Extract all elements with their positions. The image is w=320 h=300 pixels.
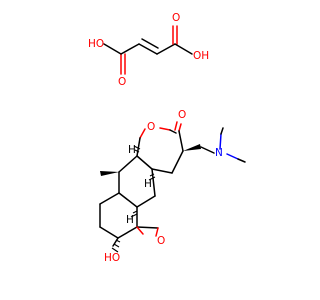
bond-hash bbox=[133, 145, 141, 153]
bond bbox=[151, 168, 156, 197]
atom-label-o: O bbox=[118, 76, 126, 88]
bond bbox=[169, 129, 177, 134]
bond bbox=[136, 226, 159, 229]
bond-hash bbox=[148, 173, 156, 181]
atom-label-oh: HO bbox=[88, 38, 104, 50]
bond-wedge bbox=[183, 144, 201, 151]
bond bbox=[156, 43, 176, 55]
bond bbox=[151, 168, 173, 174]
bond bbox=[136, 155, 153, 170]
bond bbox=[226, 153, 239, 160]
bond bbox=[178, 130, 184, 152]
atom-label-o: O bbox=[157, 235, 165, 247]
bond-hash bbox=[111, 239, 121, 253]
bond bbox=[120, 43, 140, 55]
bond bbox=[138, 43, 158, 55]
fumaric-acid: HO O O OH bbox=[88, 12, 209, 88]
bond bbox=[118, 192, 138, 208]
bond bbox=[178, 123, 182, 132]
bond-wedge bbox=[100, 171, 119, 176]
atom-label-h: H bbox=[128, 144, 136, 156]
bond bbox=[200, 146, 215, 154]
bond bbox=[103, 43, 122, 55]
bond bbox=[112, 237, 119, 247]
bond bbox=[159, 127, 171, 131]
main-molecule: O O N H H H O HO bbox=[99, 109, 246, 264]
bond bbox=[136, 195, 156, 208]
bond bbox=[174, 43, 193, 55]
bond bbox=[155, 227, 159, 237]
bond bbox=[99, 192, 120, 205]
bond bbox=[118, 155, 138, 173]
atom-label-o: O bbox=[147, 121, 155, 133]
bond bbox=[136, 226, 144, 235]
bond bbox=[237, 158, 246, 163]
bond bbox=[219, 133, 222, 150]
bond bbox=[117, 226, 138, 239]
atom-label-o: O bbox=[178, 109, 186, 121]
atom-label-oh: HO bbox=[104, 252, 120, 264]
bond bbox=[136, 137, 141, 157]
bond bbox=[220, 127, 224, 135]
atom-label-h: H bbox=[144, 178, 152, 190]
bond bbox=[139, 128, 146, 139]
bond bbox=[141, 38, 159, 49]
bond bbox=[174, 121, 178, 131]
bond bbox=[171, 150, 184, 174]
bond-hash bbox=[130, 210, 138, 218]
molecule-diagram: HO O O OH bbox=[88, 12, 246, 264]
bond bbox=[99, 226, 119, 239]
atom-label-o: O bbox=[172, 12, 180, 24]
atom-label-n: N bbox=[215, 147, 223, 159]
atom-label-oh: OH bbox=[193, 50, 209, 62]
atom-label-h: H bbox=[126, 214, 134, 226]
